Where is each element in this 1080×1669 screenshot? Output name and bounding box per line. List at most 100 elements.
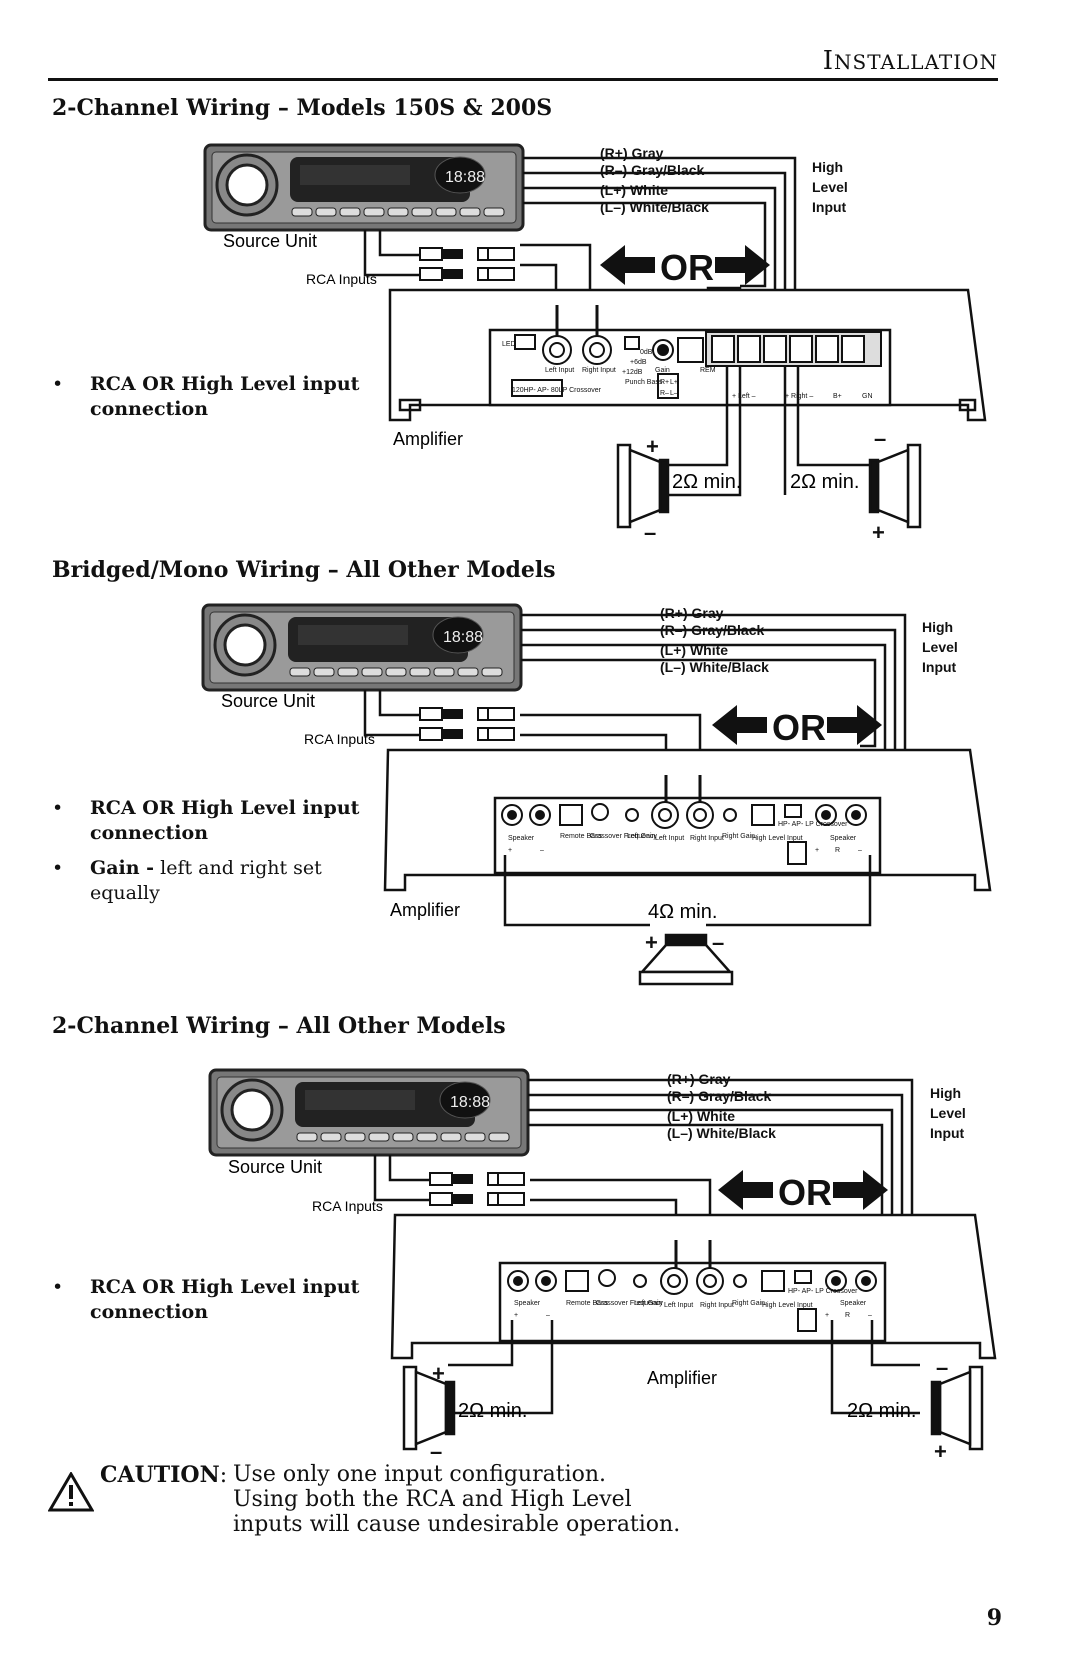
panel-label: Remote Bass — [566, 1300, 609, 1307]
high-level-label: High — [930, 1085, 961, 1101]
svg-text:–: – — [936, 1355, 948, 1380]
high-level-label: Level — [922, 639, 958, 655]
wire-label: (L–) White/Black — [600, 199, 709, 215]
panel-label: + — [815, 847, 819, 854]
panel-label: B+ — [833, 393, 842, 400]
amplifier-body — [390, 1213, 997, 1360]
speaker-right: – + — [868, 426, 922, 540]
or-arrows: OR — [712, 705, 882, 748]
speaker-left-rating: 2Ω min. — [458, 1400, 527, 1422]
speaker-mono-rating: 4Ω min. — [648, 901, 717, 923]
high-level-label: Input — [930, 1125, 965, 1141]
or-arrows: OR — [600, 245, 770, 288]
wire-label: (L+) White — [660, 642, 728, 658]
panel-label: Speaker — [840, 1300, 867, 1307]
panel-label: + — [825, 1312, 829, 1319]
speaker-right-rating: 2Ω min. — [790, 471, 859, 493]
source-unit-label: Source Unit — [223, 231, 317, 251]
svg-text:+: + — [646, 434, 659, 459]
or-label: OR — [660, 247, 714, 288]
wire-label: (L–) White/Black — [667, 1125, 776, 1141]
header-rule — [48, 78, 998, 81]
panel-label: – — [858, 847, 862, 854]
wire-label: (R+) Gray — [660, 605, 724, 621]
bullet-bold: RCA OR High Level input connection — [90, 1276, 360, 1323]
wiring-diagram-3: 18:88 Source Unit RCA Inputs (R+) Gray (… — [208, 1068, 997, 1460]
panel-label: REM — [700, 367, 716, 374]
wire-label: (R–) Gray/Black — [660, 622, 764, 638]
svg-text:–: – — [874, 426, 886, 451]
high-level-label: Level — [930, 1105, 966, 1121]
bullet-bold: RCA OR High Level input connection — [90, 797, 360, 844]
panel-label: 120HP- AP- 80LP Crossover — [512, 387, 602, 394]
wire-label: (R–) Gray/Black — [667, 1088, 771, 1104]
panel-label: LED — [502, 341, 516, 348]
panel-label: Speaker — [508, 835, 535, 842]
panel-label: + — [514, 1312, 518, 1319]
panel-label: +12dB — [622, 369, 643, 376]
amplifier-label: Amplifier — [390, 900, 460, 920]
section-title-3: 2-Channel Wiring – All Other Models — [52, 1013, 506, 1039]
source-unit-label: Source Unit — [228, 1157, 322, 1177]
panel-label: 0dB — [640, 349, 653, 356]
svg-text:–: – — [712, 930, 724, 955]
panel-label: +6dB — [630, 359, 647, 366]
rca-inputs-label: RCA Inputs — [312, 1198, 383, 1214]
caution-line: Use only one input configuration. — [233, 1462, 607, 1487]
panel-label: – — [868, 1312, 872, 1319]
panel-label: – — [540, 847, 544, 854]
speaker-left: + – — [616, 434, 670, 540]
panel-label: Right Input — [690, 835, 724, 842]
bullet-bold: RCA OR High Level input connection — [90, 373, 360, 420]
amplifier-label: Amplifier — [393, 429, 463, 449]
wire-label: (R+) Gray — [667, 1071, 731, 1087]
panel-label: Right Gain — [732, 1300, 765, 1307]
rca-inputs-label: RCA Inputs — [306, 271, 377, 287]
or-label: OR — [772, 707, 826, 748]
panel-label: HP- AP- LP Crossover — [788, 1288, 858, 1295]
svg-text:18:88: 18:88 — [445, 169, 485, 186]
warning-icon — [48, 1472, 94, 1512]
rca-plugs — [429, 1172, 525, 1206]
svg-text:+: + — [645, 930, 658, 955]
speaker-left: + – — [402, 1361, 456, 1460]
wire-label: (L–) White/Black — [660, 659, 769, 675]
svg-text:+: + — [872, 520, 885, 540]
high-level-label: Input — [812, 199, 847, 215]
or-arrows: OR — [718, 1170, 888, 1213]
or-label: OR — [778, 1172, 832, 1213]
speaker-right-rating: 2Ω min. — [847, 1400, 916, 1422]
svg-text:+: + — [432, 1361, 445, 1386]
panel-label: Remote Bass — [560, 833, 603, 840]
svg-text:–: – — [430, 1439, 442, 1460]
rca-plugs — [419, 247, 515, 281]
panel-label: L– — [670, 390, 678, 397]
panel-label: Crossover Frequency — [590, 833, 657, 840]
source-unit-head: 18:88 — [201, 603, 523, 692]
svg-text:–: – — [644, 520, 656, 540]
panel-label: Left Input — [664, 1302, 693, 1309]
wiring-diagram-2: 18:88 Source Unit RCA Inputs (R+) Gray (… — [201, 603, 992, 986]
svg-text:18:88: 18:88 — [443, 629, 483, 646]
panel-label: HP- AP- LP Crossover — [778, 821, 848, 828]
panel-label: R– — [660, 390, 669, 397]
source-unit-head: 18:88 — [208, 1068, 530, 1157]
high-level-label: High — [922, 619, 953, 635]
section-title-2: Bridged/Mono Wiring – All Other Models — [52, 557, 556, 583]
svg-text:18:88: 18:88 — [450, 1094, 490, 1111]
section-title-1: 2-Channel Wiring – Models 150S & 200S — [52, 95, 553, 121]
rca-inputs-label: RCA Inputs — [304, 731, 375, 747]
panel-label: Left Gain — [627, 833, 656, 840]
wiring-diagram-1: 18:88 Source Unit RCA Inputs (R+) Gray (… — [203, 143, 987, 540]
source-unit-head: 18:88 — [203, 143, 525, 232]
speaker-left-rating: 2Ω min. — [672, 471, 741, 493]
bullet-rest: left and right set equally — [90, 857, 322, 904]
panel-label: + — [508, 847, 512, 854]
panel-label: Right Input — [700, 1302, 734, 1309]
speaker-right: – + — [930, 1355, 984, 1460]
panel-label: Left Input — [655, 835, 684, 842]
svg-text:+: + — [934, 1439, 947, 1460]
high-level-label: Level — [812, 179, 848, 195]
wire-label: (L+) White — [600, 182, 668, 198]
panel-label: – — [546, 1312, 550, 1319]
